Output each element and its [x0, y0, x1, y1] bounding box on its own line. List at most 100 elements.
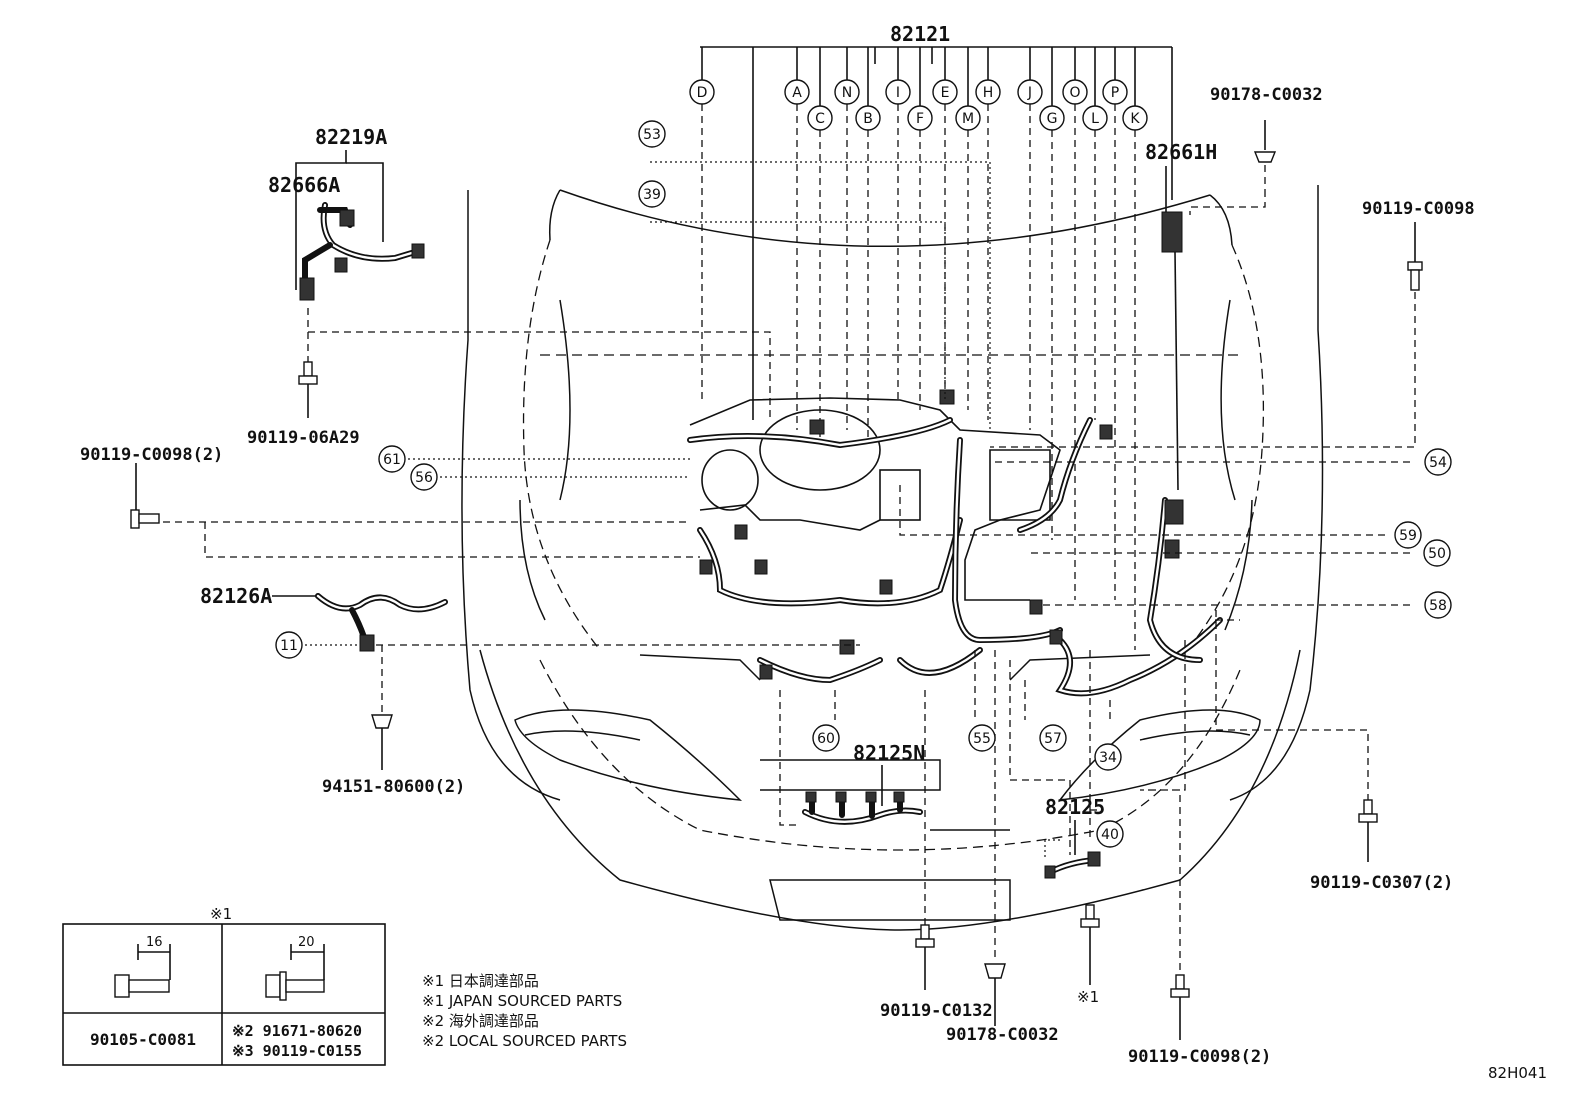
connector-B: B	[855, 105, 881, 131]
part-82661H-label: 82661H	[1145, 140, 1217, 164]
connector-H: H	[975, 79, 1001, 105]
svg-text:40: 40	[1101, 827, 1119, 843]
connector-I: I	[885, 79, 911, 105]
bolt-icon	[1080, 904, 1100, 985]
svg-text:J: J	[1027, 85, 1032, 101]
connector-A: A	[784, 79, 810, 105]
part-82125-group: 82125	[1044, 795, 1105, 879]
callout-57: 57	[1039, 724, 1067, 752]
part-82125-label: 82125	[1045, 795, 1105, 819]
callout-11: 11	[275, 631, 303, 659]
legend-dim-right: 20	[298, 935, 315, 950]
svg-text:54: 54	[1429, 455, 1447, 471]
fastener-90119-c0098-2-bottom-label: 90119-C0098(2)	[1128, 1047, 1271, 1067]
fastener-90119-c0098-2-left-label: 90119-C0098(2)	[80, 445, 223, 465]
fastener-note1-label: ※1	[1077, 988, 1099, 1006]
connector-F: F	[907, 105, 933, 131]
bolt-icon	[1358, 799, 1378, 862]
svg-text:L: L	[1091, 111, 1099, 127]
callout-53: 53	[638, 120, 666, 148]
fastener-90178-top-label: 90178-C0032	[1210, 85, 1323, 105]
connector-N: N	[834, 79, 860, 105]
bolt-icon	[915, 924, 935, 990]
fastener-94151-label: 94151-80600(2)	[322, 777, 465, 797]
part-82126A-group: 82126A	[200, 584, 448, 652]
callout-60: 60	[812, 724, 840, 752]
fastener-90119-c0132-label: 90119-C0132	[880, 1001, 993, 1021]
connector-C: C	[807, 105, 833, 131]
callout-58: 58	[1424, 591, 1452, 619]
part-82219A-group: 82219A 82666A	[268, 125, 425, 301]
svg-text:I: I	[896, 85, 900, 101]
bolt-icon	[298, 361, 318, 418]
main-part-bracket: 82121	[700, 22, 1173, 650]
svg-text:59: 59	[1399, 528, 1417, 544]
connector-K: K	[1122, 105, 1148, 131]
callout-40: 40	[1096, 820, 1124, 848]
svg-text:53: 53	[643, 127, 661, 143]
fasteners: 90178-C0032 90119-C0098 90119-06A29 9011…	[80, 85, 1475, 1067]
legend-part-right-2: ※3 90119-C0155	[232, 1042, 362, 1060]
svg-text:K: K	[1130, 111, 1140, 127]
svg-text:57: 57	[1044, 731, 1062, 747]
washer-bolt-icon	[265, 974, 281, 998]
fastener-90119-06a29-label: 90119-06A29	[247, 428, 360, 448]
fastener-90119-c0098-right-label: 90119-C0098	[1362, 199, 1475, 219]
callout-59: 59	[1394, 521, 1422, 549]
diagram-code: 82H041	[1488, 1064, 1547, 1082]
bolt-icon	[130, 463, 160, 529]
part-82661H-group: 82661H	[1145, 140, 1217, 491]
svg-text:58: 58	[1429, 598, 1447, 614]
note-line: ※2 海外調達部品	[422, 1012, 539, 1030]
connector-E: E	[932, 79, 958, 105]
engine-harness	[687, 389, 1223, 697]
svg-text:C: C	[815, 111, 825, 127]
connector-L: L	[1082, 105, 1108, 131]
svg-text:H: H	[983, 85, 994, 101]
legend-table: ※1 16 20 90105-C0081 ※2 91671-80620 ※3 9…	[62, 905, 386, 1066]
svg-text:60: 60	[817, 731, 835, 747]
note-line: ※1 JAPAN SOURCED PARTS	[422, 992, 622, 1010]
svg-text:56: 56	[415, 470, 433, 486]
svg-text:55: 55	[973, 731, 991, 747]
note-line: ※1 日本調達部品	[422, 972, 539, 990]
svg-text:G: G	[1047, 111, 1058, 127]
clip-icon	[1253, 120, 1277, 163]
car-outline	[461, 185, 1324, 931]
callout-39: 39	[638, 180, 666, 208]
svg-text:O: O	[1069, 85, 1080, 101]
part-82125N-group: 82125N	[802, 741, 925, 825]
connector-G: G	[1039, 105, 1065, 131]
bolt-icon	[1170, 974, 1190, 1040]
clip-icon	[984, 963, 1006, 1026]
connector-O: O	[1062, 79, 1088, 105]
callout-54: 54	[1424, 448, 1452, 476]
svg-text:A: A	[792, 85, 802, 101]
callout-61: 61	[378, 445, 406, 473]
svg-text:M: M	[962, 111, 974, 127]
part-82666A-label: 82666A	[268, 173, 340, 197]
svg-text:D: D	[697, 85, 708, 101]
leader-lines	[163, 161, 1416, 970]
callout-group: 53 39 61 56 54 59 50 58 11 60 55 57 34 40	[275, 120, 1452, 848]
legend-part-left: 90105-C0081	[90, 1030, 196, 1049]
part-82219A-label: 82219A	[315, 125, 387, 149]
svg-text:P: P	[1111, 85, 1119, 101]
clip-icon	[371, 714, 393, 770]
legend-part-right-1: ※2 91671-80620	[232, 1022, 362, 1040]
svg-text:N: N	[842, 85, 852, 101]
callout-56: 56	[410, 463, 438, 491]
svg-text:50: 50	[1428, 546, 1446, 562]
callout-50: 50	[1423, 539, 1451, 567]
connector-D: D	[689, 79, 715, 105]
callout-34: 34	[1094, 743, 1122, 771]
main-part-label: 82121	[890, 22, 950, 46]
part-82126A-label: 82126A	[200, 584, 272, 608]
svg-text:E: E	[941, 85, 950, 101]
svg-text:F: F	[916, 111, 924, 127]
connector-J: J	[1017, 79, 1043, 105]
flange-bolt-icon	[114, 974, 130, 998]
legend-marker: ※1	[210, 905, 232, 923]
svg-text:34: 34	[1099, 750, 1117, 766]
